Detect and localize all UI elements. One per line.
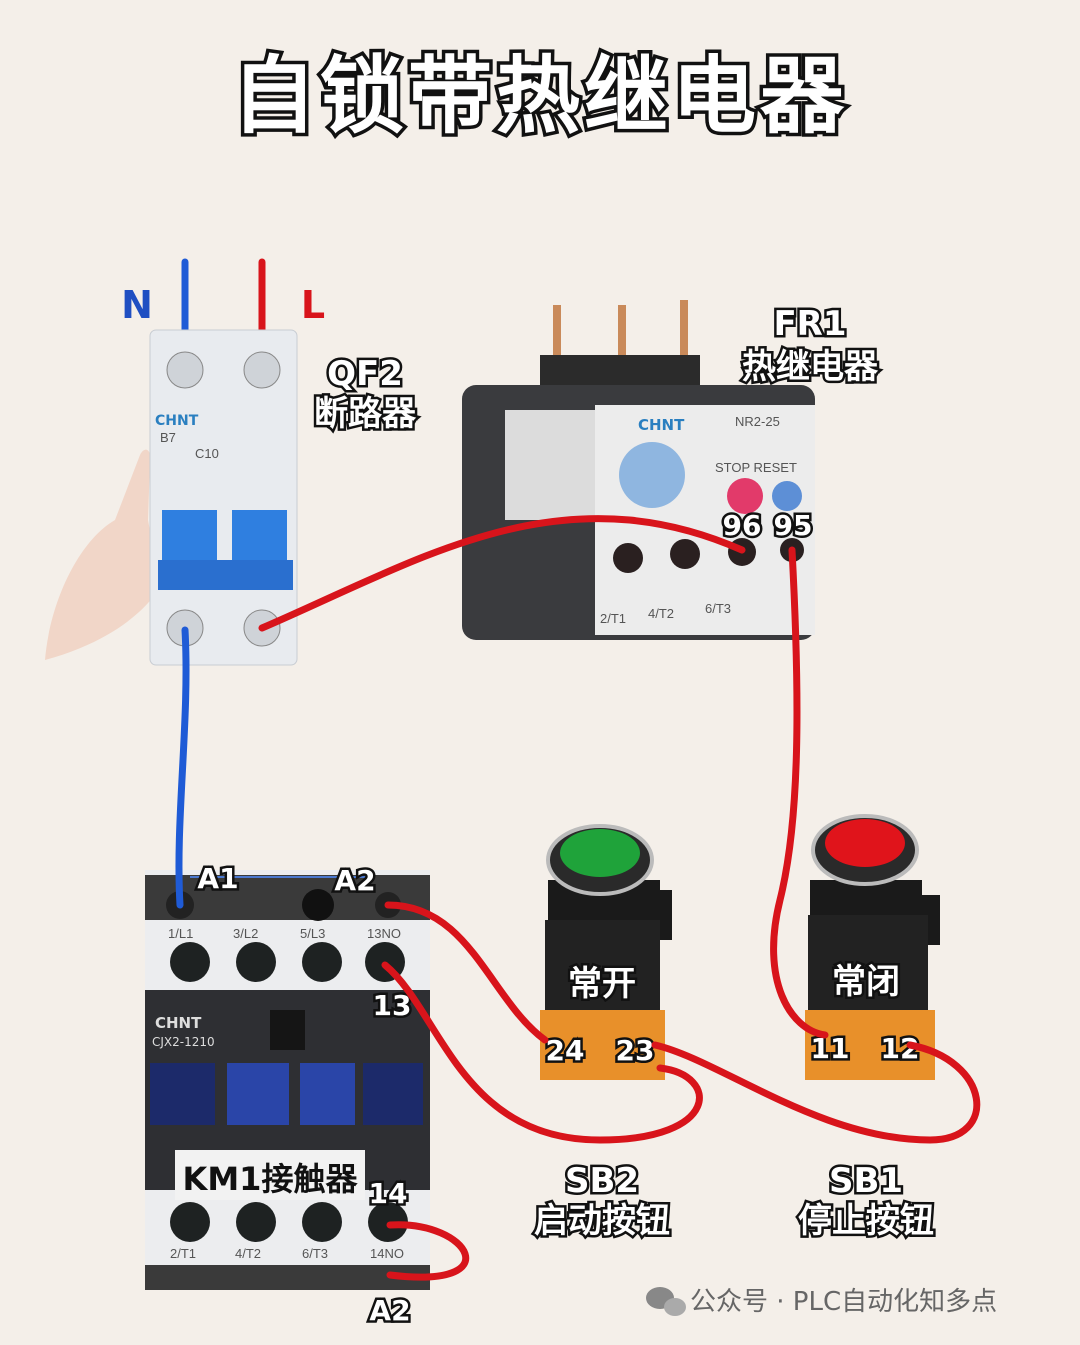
terminal-a2-bottom: A2 — [369, 1294, 410, 1327]
terminal-14: 14 — [369, 1177, 408, 1210]
svg-text:2/T1: 2/T1 — [600, 611, 626, 626]
svg-text:4/T2: 4/T2 — [648, 606, 674, 621]
terminal-23: 23 — [616, 1034, 655, 1067]
svg-text:2/T1: 2/T1 — [170, 1246, 196, 1261]
svg-text:1/L1: 1/L1 — [168, 926, 193, 941]
stop-button-sb1 — [805, 814, 940, 1080]
svg-text:CHNT: CHNT — [638, 416, 685, 434]
breaker-name: QF2 — [327, 354, 403, 394]
svg-text:CHNT: CHNT — [155, 1014, 202, 1032]
terminal-95: 95 — [774, 509, 813, 542]
wire-breaker-to-96 — [258, 515, 746, 632]
svg-text:6/T3: 6/T3 — [705, 601, 731, 616]
svg-text:CHNT: CHNT — [155, 413, 199, 429]
sb1-desc: 停止按钮 — [798, 1201, 934, 1241]
neutral-label: N — [121, 283, 153, 327]
terminal-24: 24 — [546, 1034, 585, 1067]
terminal-96: 96 — [723, 509, 762, 542]
svg-text:14NO: 14NO — [370, 1246, 404, 1261]
svg-text:CJX2-1210: CJX2-1210 — [152, 1035, 215, 1049]
breaker-desc: 断路器 — [314, 394, 417, 434]
watermark-text: 公众号 · PLC自动化知多点 — [690, 1287, 997, 1317]
sb2-desc: 启动按钮 — [534, 1201, 670, 1241]
svg-text:B7: B7 — [160, 430, 176, 445]
circuit-breaker-qf2: CHNT B7 C10 — [149, 329, 298, 666]
start-button-sb2 — [540, 824, 672, 1080]
wire-breaker-to-a1 — [175, 626, 190, 909]
svg-text:5/L3: 5/L3 — [300, 926, 325, 941]
wechat-icon — [646, 1287, 686, 1316]
diagram-title: 自锁带热继电器 — [232, 47, 848, 145]
sb2-tag: 常开 — [568, 964, 636, 1004]
sb1-tag: 常闭 — [832, 962, 900, 1002]
wire-a2-to-24 — [384, 901, 549, 1044]
contactor-label-box — [175, 1150, 365, 1200]
wire-12-to-23 — [651, 1041, 981, 1144]
hand-image — [45, 449, 160, 660]
svg-text:NR2-25: NR2-25 — [735, 414, 780, 429]
wire-95-to-11 — [770, 546, 829, 1039]
relay-desc: 热继电器 — [742, 347, 879, 387]
svg-text:C10: C10 — [195, 446, 219, 461]
wire-13-to-23 — [381, 961, 703, 1144]
svg-text:13NO: 13NO — [367, 926, 401, 941]
sb2-name: SB2 — [565, 1161, 639, 1201]
svg-text:6/T3: 6/T3 — [302, 1246, 328, 1261]
contactor-name: KM1接触器 — [183, 1160, 359, 1198]
sb1-name: SB1 — [829, 1161, 903, 1201]
wire-14-to-a2 — [386, 1221, 470, 1281]
terminal-a2: A2 — [334, 864, 375, 897]
live-label: L — [301, 283, 325, 327]
relay-name: FR1 — [773, 304, 846, 344]
terminal-11: 11 — [811, 1032, 850, 1065]
contactor-km1: 1/L1 3/L2 5/L3 13NO CHNT CJX2-1210 2/T1 … — [145, 870, 430, 1290]
svg-text:3/L2: 3/L2 — [233, 926, 258, 941]
terminal-a1: A1 — [197, 862, 238, 895]
terminal-13: 13 — [373, 989, 412, 1022]
svg-text:STOP RESET: STOP RESET — [715, 460, 797, 475]
svg-text:4/T2: 4/T2 — [235, 1246, 261, 1261]
